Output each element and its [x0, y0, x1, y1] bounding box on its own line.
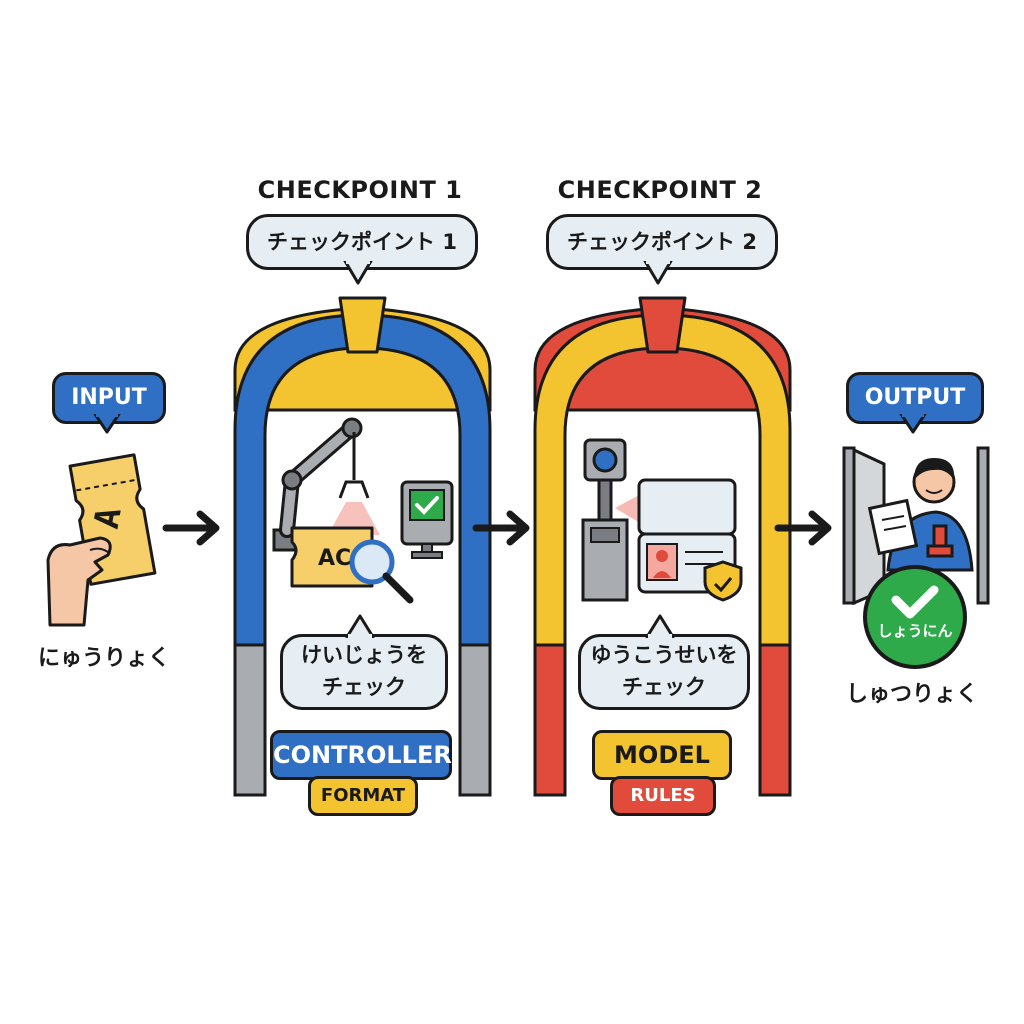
checkpoint2-bubble-pointer: [643, 261, 673, 285]
rules-tag: RULES: [610, 776, 716, 816]
model-label: MODEL: [614, 741, 710, 769]
checkpoint2-gate: [533, 296, 792, 797]
checkpoint2-check-line2: チェック: [622, 675, 706, 699]
checkpoint1-bubble-pointer: [343, 261, 373, 285]
checkpoint1-check-pointer: [345, 614, 375, 638]
arrow-right-icon: [774, 510, 832, 546]
controller-tag: CONTROLLER: [270, 730, 452, 780]
rules-label: RULES: [630, 785, 696, 806]
checkpoint2-check-line1: ゆうこうせいを: [590, 643, 738, 667]
checkpoint1-check-line1: けいじょうを: [301, 643, 427, 667]
approved-check-icon: [863, 565, 967, 669]
format-tag: FORMAT: [308, 776, 418, 816]
format-label: FORMAT: [320, 785, 406, 806]
model-tag: MODEL: [592, 730, 732, 780]
checkpoint2-check-pointer: [645, 614, 675, 638]
checkpoint1-title: CHECKPOINT 1: [257, 176, 463, 204]
output-tag-pointer: [899, 414, 927, 434]
hand-with-ticket-icon: [46, 453, 157, 627]
controller-label: CONTROLLER: [273, 741, 452, 769]
checkpoint1-check-bubble: けいじょうを チェック: [280, 634, 448, 710]
checkpoint1-bubble-text: チェックポイント 1: [267, 230, 457, 254]
checkpoint1-gate: [233, 296, 492, 797]
checkpoint1-check-line2: チェック: [322, 675, 406, 699]
output-caption: しゅつりょく: [845, 682, 978, 707]
checkpoint2-title: CHECKPOINT 2: [557, 176, 763, 204]
approved-label: しょうにん: [877, 622, 953, 640]
checkpoint2-check-bubble: ゆうこうせいを チェック: [578, 634, 750, 710]
scanner-id-card-icon: [581, 438, 743, 602]
checkpoint1-ticket-letter: AC: [318, 546, 352, 571]
checkpoint2-bubble-text: チェックポイント 2: [567, 230, 757, 254]
robot-arm-inspection-icon: [272, 417, 454, 604]
input-tag-pointer: [93, 414, 121, 434]
officer-with-document-icon: [842, 446, 990, 606]
output-tag-label: OUTPUT: [864, 385, 966, 410]
input-tag-label: INPUT: [71, 385, 147, 410]
input-caption: にゅうりょく: [37, 646, 170, 671]
arrow-right-icon: [472, 510, 530, 546]
arrow-right-icon: [162, 510, 220, 546]
